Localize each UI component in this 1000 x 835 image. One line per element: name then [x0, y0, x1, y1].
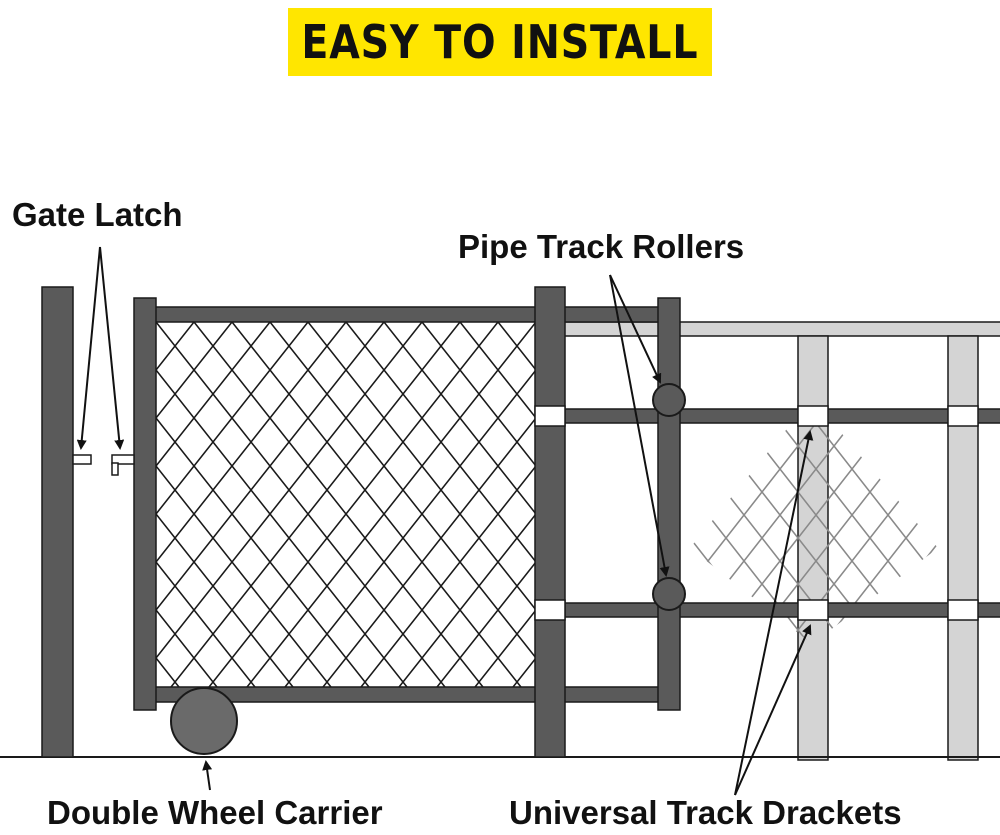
track-brackets — [534, 405, 979, 621]
arrow-roller-lower — [609, 274, 670, 577]
gate-left-stile — [133, 297, 157, 711]
bracket-ghost2-lower — [947, 599, 979, 621]
latch-gate-pin — [111, 462, 119, 476]
title-banner: EASY TO INSTALL — [288, 8, 712, 76]
label-universal-track-brackets: Universal Track Drackets — [509, 794, 902, 831]
gate-tail-stile — [657, 297, 681, 711]
arrow-bracket-upper — [734, 430, 814, 796]
label-double-wheel-carrier: Double Wheel Carrier — [47, 794, 383, 831]
arrow-roller-upper — [609, 274, 662, 384]
upper-track-rail — [547, 408, 1000, 424]
main-post — [534, 286, 566, 758]
latch-post — [41, 286, 74, 758]
arrow-bracket-lower — [734, 624, 812, 796]
label-pipe-track-rollers: Pipe Track Rollers — [458, 228, 745, 265]
banner-title: EASY TO INSTALL — [301, 15, 699, 69]
arrow-wheel — [202, 760, 213, 791]
bracket-main-upper — [534, 405, 566, 427]
gate-mesh — [156, 322, 536, 688]
gate — [133, 297, 681, 711]
bracket-ghost1-lower — [797, 599, 829, 621]
latch-gate-tab — [111, 454, 135, 465]
callout-arrows — [76, 246, 814, 796]
ghost-mesh — [690, 398, 938, 644]
upper-pipe-roller — [652, 383, 686, 417]
arrow-latch-right — [99, 246, 125, 450]
bracket-ghost1-upper — [797, 405, 829, 427]
latch-post-tab — [72, 454, 92, 465]
double-wheel — [170, 687, 238, 755]
arrow-latch-left — [76, 246, 101, 450]
lower-pipe-roller — [652, 577, 686, 611]
bracket-ghost2-upper — [947, 405, 979, 427]
ghost-top-rail — [559, 321, 1000, 337]
ghost-post-2 — [947, 335, 979, 761]
gate-top-rail — [149, 306, 663, 323]
label-gate-latch: Gate Latch — [12, 196, 183, 233]
bracket-main-lower — [534, 599, 566, 621]
